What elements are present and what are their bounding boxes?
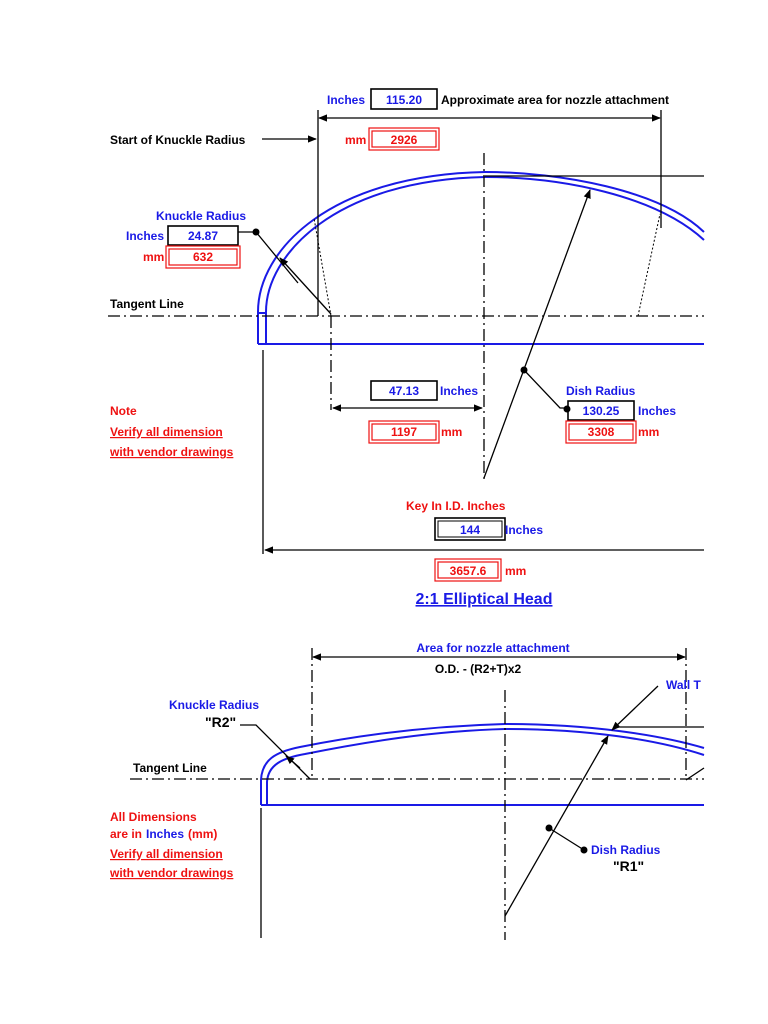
offset-mm-value: 1197 [391,425,417,439]
head2-outer-shell [260,722,705,805]
knuckle-inches-value: 24.87 [188,229,218,243]
formula-label: O.D. - (R2+T)x2 [435,662,522,676]
dims-line-2-mm: (mm) [188,827,217,841]
dish2-radius-line [504,735,609,917]
dish-inches-box[interactable] [567,400,635,421]
offset-mm-label: mm [441,425,462,439]
dish2-leader [548,827,585,851]
knuckle2-leader [240,724,311,780]
dish2-leader-dot-a [545,824,553,832]
dish2-radius-label: Dish Radius [591,843,661,857]
id-inches-value: 144 [460,523,480,537]
id-inches-label: Inches [505,523,543,537]
dims-line-1: All Dimensions [110,810,197,824]
diagram-title: 2:1 Elliptical Head [416,591,553,608]
dish-mm-label: mm [638,425,659,439]
id-mm-box-outer [434,558,502,582]
nozzle-area-caption: Approximate area for nozzle attachment [441,93,669,107]
dish-leader-dot-a [520,366,528,374]
verify2-line-2: with vendor drawings [109,866,234,880]
knuckle-mm-box-inner [168,248,238,266]
nozzle-inches-value: 115.20 [386,93,422,107]
tangent2-label: Tangent Line [133,761,207,775]
knuckle-inches-box[interactable] [167,225,239,246]
dish-mm-box-outer [565,420,637,444]
right-knuckle-tick [685,767,705,781]
knuckle-extension-left [313,217,332,317]
knuckle-radius-line [279,257,332,315]
dish-radius-line [483,189,591,479]
note-title: Note [110,404,137,418]
offset-mm-box-outer [368,420,440,444]
dims-line-2: are in Inches (mm) [110,827,217,841]
tangent-line-label: Tangent Line [110,297,184,311]
knuckle-inches-label: Inches [126,229,164,243]
knuckle-mm-value: 632 [193,250,213,264]
verify2-line-1: Verify all dimension [110,847,223,861]
dish-leader-dot-b [563,405,571,413]
offset-inches-value: 47.13 [389,384,419,398]
nozzle-inches-box[interactable] [370,88,438,110]
head-inner-shell [265,175,705,344]
dish-inches-value: 130.25 [583,404,620,418]
note-line-1: Verify all dimension [110,425,223,439]
diagram-torispherical-head: Area for nozzle attachment O.D. - (R2+T)… [109,641,705,940]
dish2-symbol: "R1" [613,858,644,874]
nozzle-mm-label: mm [345,133,366,147]
knuckle-radius-label: Knuckle Radius [156,209,246,223]
knuckle-leader-dot [252,228,260,236]
id-mm-value: 3657.6 [450,564,487,578]
id-mm-label: mm [505,564,526,578]
dims-line-2-prefix: are in [110,827,142,841]
head-outer-shell [257,170,705,344]
offset-inches-box[interactable] [370,380,438,401]
start-knuckle-label: Start of Knuckle Radius [110,133,246,147]
knuckle-extension-right [637,213,661,317]
id-key-label: Key In I.D. Inches [406,499,506,513]
knuckle-mm-box-outer [165,245,241,269]
knuckle2-arrow [285,755,301,769]
wall-t-leader [611,685,659,731]
nozzle2-area-label: Area for nozzle attachment [416,641,569,655]
dish-inches-label: Inches [638,404,676,418]
knuckle2-symbol: "R2" [205,714,236,730]
dish-radius-label: Dish Radius [566,384,636,398]
diagram-elliptical-head: Inches 115.20 Approximate area for nozzl… [108,88,705,608]
offset-mm-box-inner [371,423,437,441]
wall-t-label: Wall T [666,678,702,692]
dish2-leader-dot-b [580,846,588,854]
note-line-2: with vendor drawings [109,445,234,459]
nozzle-mm-box-outer [368,127,440,151]
offset-inches-label: Inches [440,384,478,398]
id-inches-box-inner [437,520,503,538]
nozzle-mm-box-inner [371,130,437,148]
knuckle-mm-label: mm [143,250,164,264]
knuckle2-radius-label: Knuckle Radius [169,698,259,712]
dish-leader [523,369,568,409]
id-inches-box-outer[interactable] [434,517,506,541]
dish-mm-box-inner [568,423,634,441]
dish-mm-value: 3308 [588,425,615,439]
dims-line-2-inches: Inches [146,827,184,841]
nozzle-inches-label: Inches [327,93,365,107]
id-mm-box-inner [437,561,499,579]
knuckle-leader [238,231,299,284]
nozzle-mm-value: 2926 [391,133,418,147]
